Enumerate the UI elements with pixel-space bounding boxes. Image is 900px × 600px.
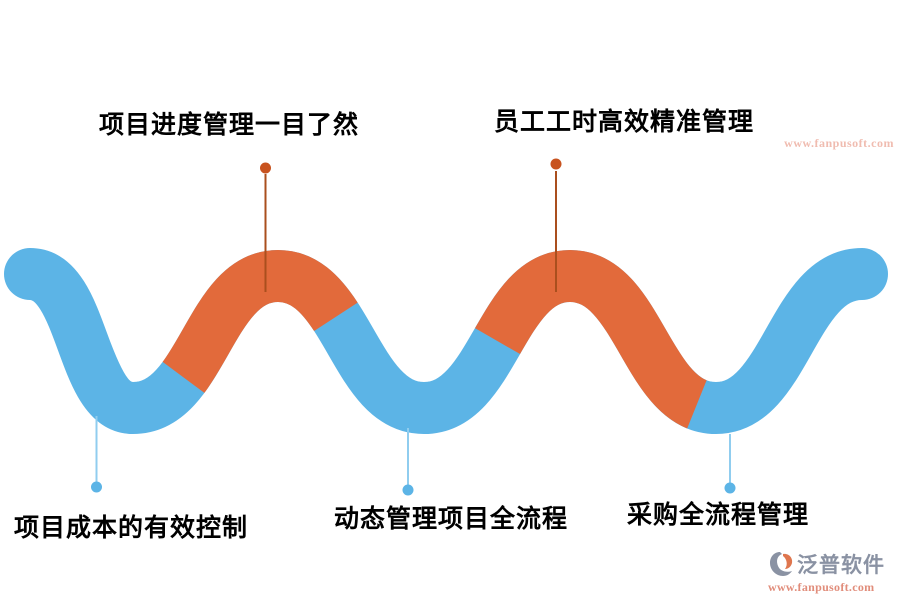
brand-name: 泛普软件	[797, 554, 885, 577]
marker-dot-cost	[91, 481, 102, 493]
marker-dot-progress	[260, 162, 271, 174]
logo-swirl-orange	[783, 553, 793, 569]
ribbon-wave-blue	[4, 248, 888, 435]
label-progress-management: 项目进度管理一目了然	[99, 111, 360, 139]
label-purchase-management: 采购全流程管理	[627, 501, 810, 529]
marker-dot-worktime	[550, 158, 562, 170]
label-cost-control: 项目成本的有效控制	[14, 514, 249, 542]
logo-swirl-grey	[770, 552, 792, 576]
brand-logo-swirl-icon	[770, 552, 793, 576]
brand-url: www.fanpusoft.com	[768, 580, 875, 594]
label-worktime-management: 员工工时高效精准管理	[494, 108, 755, 136]
marker-dot-purchase	[724, 482, 736, 494]
marker-dot-process	[402, 484, 414, 496]
watermark-url: www.fanpusoft.com	[784, 136, 894, 150]
brand-logo: 泛普软件 www.fanpusoft.com	[768, 549, 896, 595]
label-dynamic-process: 动态管理项目全流程	[334, 505, 569, 533]
